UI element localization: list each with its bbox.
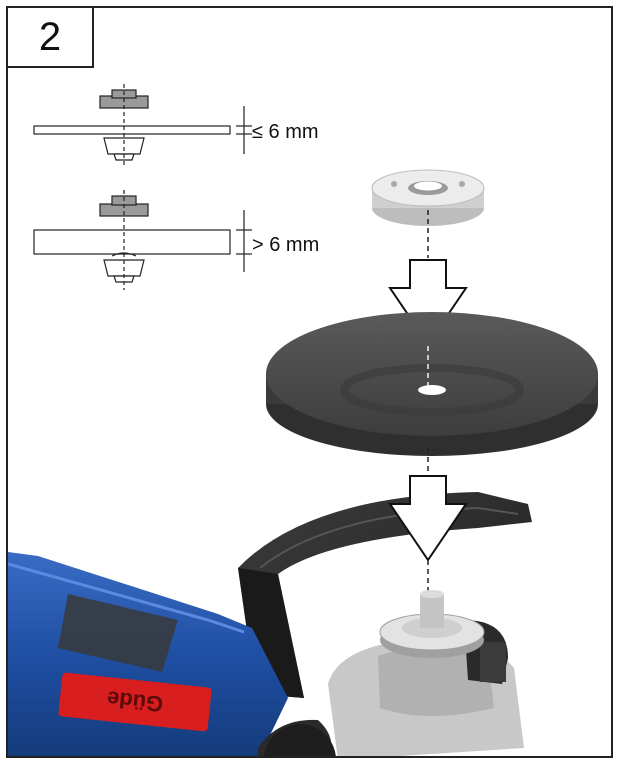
- flange-nut: [371, 169, 485, 226]
- assembly-illustration: Güde: [8, 84, 598, 756]
- cutting-disc: [266, 312, 598, 456]
- step-number-box: 2: [8, 8, 94, 68]
- thick-disc-diagram: [33, 190, 252, 290]
- grinder-body: Güde: [8, 552, 336, 756]
- brand-badge-text: Güde: [106, 686, 165, 717]
- step-number: 2: [38, 14, 62, 59]
- thick-disc-label: > 6 mm: [252, 234, 320, 256]
- thin-disc-label: ≤ 6 mm: [252, 121, 319, 143]
- lower-nut-shape: [103, 137, 145, 155]
- brand-badge: [58, 672, 212, 732]
- down-arrow-icon-2: [388, 475, 468, 562]
- thin-disc-diagram: [33, 84, 252, 166]
- gear-head: [328, 590, 524, 756]
- instruction-panel: 2: [6, 6, 613, 758]
- thin-disc-shape: [33, 125, 231, 135]
- thick-disc-shape: [33, 229, 231, 255]
